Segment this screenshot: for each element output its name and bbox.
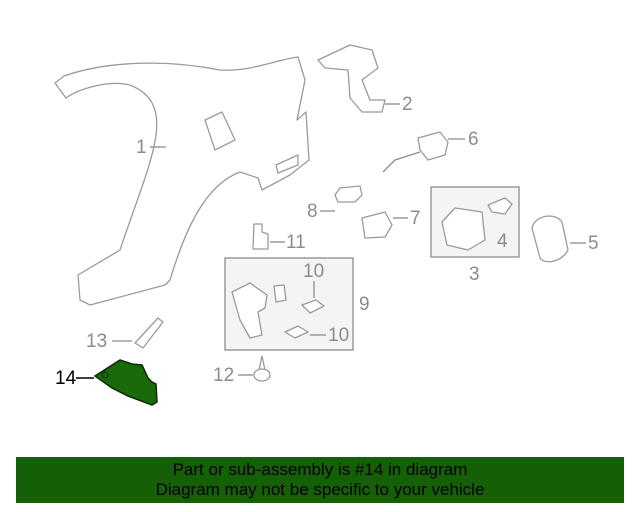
banner-line-2: Diagram may not be specific to your vehi… <box>155 480 485 499</box>
callout-3: 3 <box>469 264 480 285</box>
callout-14: 14 <box>55 368 77 389</box>
part-4-bumper[interactable] <box>487 197 513 215</box>
part-11-nut[interactable] <box>252 223 269 250</box>
part-13-molding[interactable] <box>134 317 164 349</box>
part-7-lock[interactable] <box>361 211 393 239</box>
part-2-bracket[interactable] <box>317 44 386 113</box>
part-6-actuator[interactable] <box>382 131 449 173</box>
callout-13: 13 <box>86 331 107 352</box>
part-5-fuel-door[interactable] <box>531 215 569 263</box>
part-9-clip[interactable] <box>273 284 287 303</box>
callout-4: 4 <box>497 231 508 252</box>
part-14-highlighted[interactable] <box>93 359 158 406</box>
part-10-nut-lower[interactable] <box>284 325 309 339</box>
part-8-clip[interactable] <box>334 185 363 203</box>
callout-10-upper: 10 <box>303 261 324 282</box>
callout-11: 11 <box>286 232 306 253</box>
callout-1: 1 <box>136 137 147 158</box>
banner-line-1: Part or sub-assembly is #14 in diagram <box>172 460 468 479</box>
info-banner: Part or sub-assembly is #14 in diagram D… <box>16 457 624 503</box>
callout-5: 5 <box>588 233 599 254</box>
callout-12: 12 <box>213 365 234 386</box>
callout-8: 8 <box>307 201 318 222</box>
part-9-bracket[interactable] <box>231 282 268 339</box>
part-1-quarter-panel[interactable] <box>54 56 310 306</box>
callout-10-lower: 10 <box>328 325 349 346</box>
callout-9: 9 <box>359 294 370 315</box>
callout-6: 6 <box>468 129 479 150</box>
callout-7: 7 <box>410 208 421 229</box>
part-3-housing[interactable] <box>441 207 486 251</box>
part-12-screw[interactable] <box>253 355 271 382</box>
callout-2: 2 <box>402 94 413 115</box>
part-10-nut-upper[interactable] <box>301 299 325 314</box>
